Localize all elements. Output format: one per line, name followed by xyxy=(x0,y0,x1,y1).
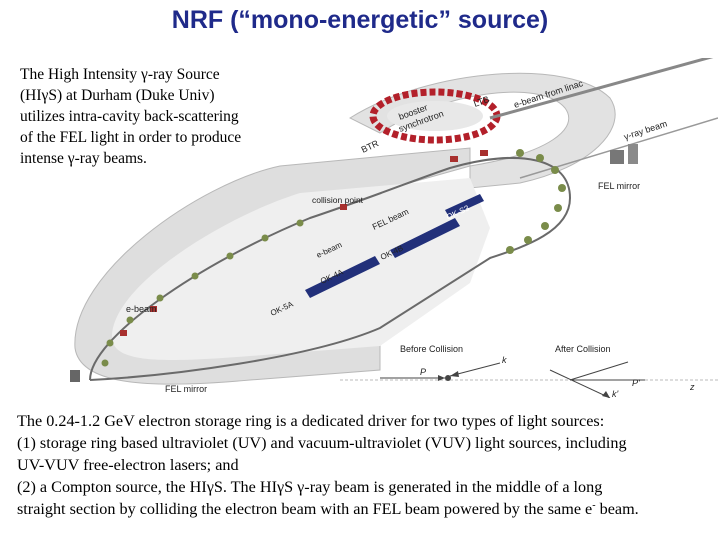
booster-inner xyxy=(387,101,483,131)
k-label: k xyxy=(502,355,507,365)
fel-mirror-right-label: FEL mirror xyxy=(598,181,640,191)
wigglers xyxy=(305,194,484,298)
p-label: P xyxy=(420,367,426,377)
collision-point-label: collision point xyxy=(312,195,364,205)
collision-point-dot xyxy=(445,375,451,381)
hiys-facility-diagram: booster synchrotron LTB BTR e-beam from … xyxy=(50,58,718,398)
arc-magnets xyxy=(101,149,566,367)
page-title: NRF (“mono-energetic” source) xyxy=(171,6,549,34)
intro-text: The High Intensity γ-ray Source (HIγS) a… xyxy=(20,64,288,169)
e-beam-left-label: e-beam xyxy=(126,304,157,314)
inner-floor xyxy=(111,178,490,361)
intro-line: The High Intensity γ-ray Source xyxy=(20,66,220,83)
after-collision-label: After Collision xyxy=(555,344,611,354)
gamma-ray-beam-label: γ-ray beam xyxy=(623,118,669,141)
body-line: UV-VUV free-electron lasers; and xyxy=(17,456,239,474)
body-line-main: straight section by colliding the electr… xyxy=(17,500,593,518)
superscript-minus: - xyxy=(592,500,596,511)
body-line: (1) storage ring based ultraviolet (UV) … xyxy=(17,434,627,452)
btr-label: BTR xyxy=(360,138,381,155)
body-line: (2) a Compton source, the HIγS. The HIγS… xyxy=(17,478,603,496)
fel-mirror-right xyxy=(610,150,624,164)
body-line-end: beam. xyxy=(595,500,639,518)
z-axis-label: z xyxy=(689,382,695,392)
intro-line: (HIγS) at Durham (Duke Univ) xyxy=(20,87,215,104)
p-prime-label: P' xyxy=(632,378,640,388)
intro-line: utilizes intra-cavity back-scattering xyxy=(20,108,239,125)
fel-mirror-bottom xyxy=(70,370,80,382)
before-collision-label: Before Collision xyxy=(400,344,463,354)
body-line-last: straight section by colliding the electr… xyxy=(17,498,717,520)
body-line: The 0.24-1.2 GeV electron storage ring i… xyxy=(17,412,605,430)
fel-mirror-bottom-label: FEL mirror xyxy=(165,384,207,394)
intro-line: intense γ-ray beams. xyxy=(20,150,147,167)
intro-line: of the FEL light in order to produce xyxy=(20,129,242,146)
upper-shielding xyxy=(348,72,616,189)
k-prime-label: k' xyxy=(612,389,619,398)
body-text: The 0.24-1.2 GeV electron storage ring i… xyxy=(17,410,717,520)
storage-ring-beamline xyxy=(89,157,572,381)
linac-line xyxy=(489,58,714,120)
red-magnets xyxy=(120,150,488,336)
facility-illustration: booster synchrotron LTB BTR e-beam from … xyxy=(70,58,718,398)
